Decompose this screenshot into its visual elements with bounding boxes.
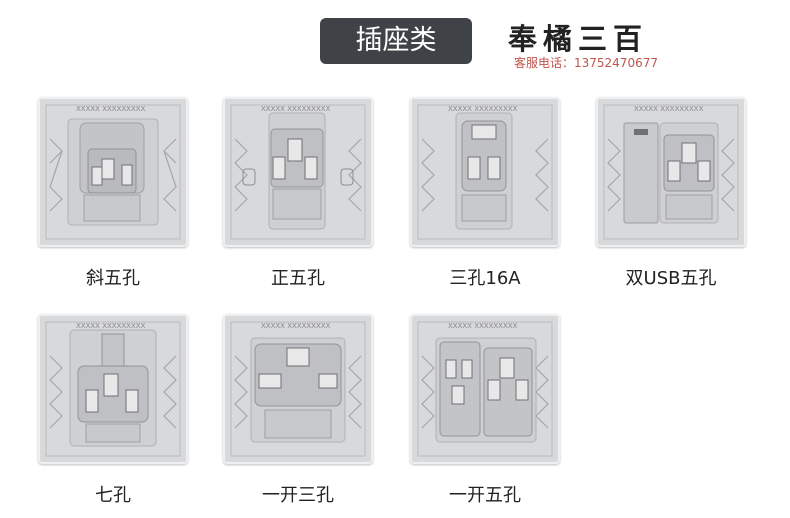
socket-plate-image: XXXXX XXXXXXXXX: [223, 314, 373, 464]
socket-plate-image: XXXXX XXXXXXXXX: [223, 97, 373, 247]
product-label: 一开五孔: [449, 485, 521, 506]
product-card[interactable]: XXXXX XXXXXXXXX: [38, 97, 188, 252]
product-label: 斜五孔: [86, 268, 140, 289]
socket-plate-image: XXXXX XXXXXXXXX: [410, 314, 560, 464]
product-card[interactable]: XXXXX XXXXXXXXX: [223, 314, 373, 469]
product-label: 正五孔: [271, 268, 325, 289]
plate-marking: XXXXX XXXXXXXXX: [634, 105, 704, 113]
product-card[interactable]: XXXXX XXXXXXXXX: [410, 97, 560, 252]
product-card[interactable]: XXXXX XXXXXXXXX: [223, 97, 373, 252]
plate-marking: XXXXX XXXXXXXXX: [448, 105, 518, 113]
plate-marking: XXXXX XXXXXXXXX: [261, 322, 331, 330]
plate-marking: XXXXX XXXXXXXXX: [448, 322, 518, 330]
socket-plate-image: XXXXX XXXXXXXXX: [596, 97, 746, 247]
product-card[interactable]: XXXXX XXXXXXXXX: [596, 97, 746, 252]
product-card[interactable]: XXXXX XXXXXXXXX: [38, 314, 188, 469]
plate-marking: XXXXX XXXXXXXXX: [261, 105, 331, 113]
plate-marking: XXXXX XXXXXXXXX: [76, 322, 146, 330]
product-label: 一开三孔: [262, 485, 334, 506]
socket-plate-image: XXXXX XXXXXXXXX: [38, 314, 188, 464]
product-label: 七孔: [95, 485, 131, 506]
plate-marking: XXXXX XXXXXXXXX: [76, 105, 146, 113]
service-phone: 客服电话：13752470677: [514, 56, 658, 70]
product-card[interactable]: XXXXX XXXXXXXXX: [410, 314, 560, 469]
category-title: 插座类: [320, 18, 472, 64]
product-label: 双USB五孔: [625, 268, 717, 289]
product-label: 三孔16A: [449, 268, 521, 289]
socket-plate-image: XXXXX XXXXXXXXX: [38, 97, 188, 247]
socket-plate-image: XXXXX XXXXXXXXX: [410, 97, 560, 247]
brand-logo: 奉橘三百: [508, 22, 649, 56]
